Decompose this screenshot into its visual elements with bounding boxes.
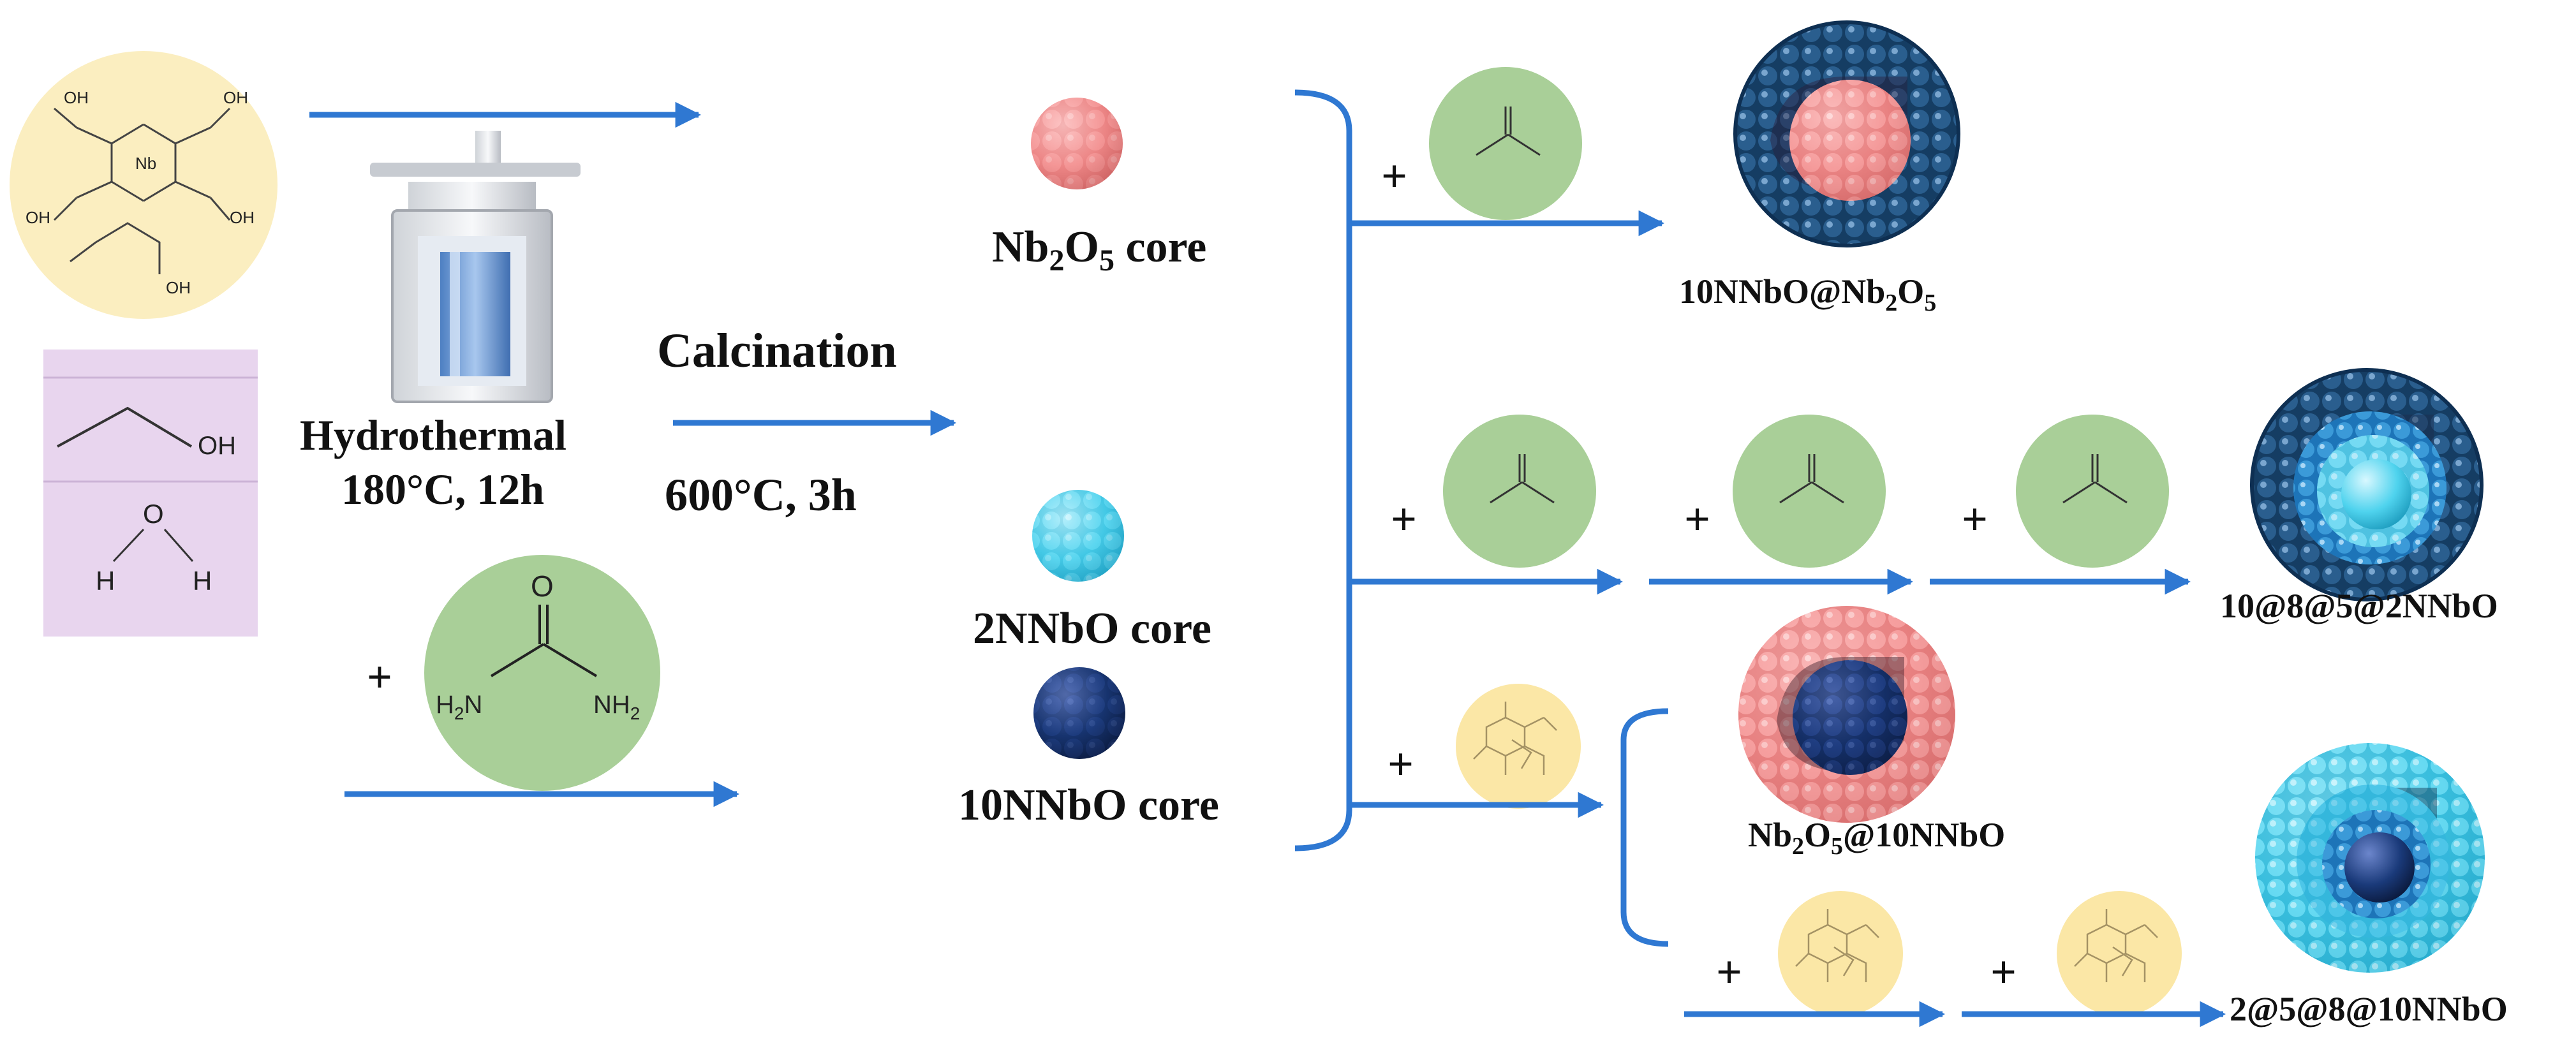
- oh-label: OH: [26, 208, 50, 227]
- calcination-conditions: 600°C, 3h: [665, 469, 857, 520]
- niobium-oxalate-complex: OH OH OH OH OH Nb: [10, 51, 278, 319]
- product-4-label: 2@5@8@10NNbO: [2230, 990, 2508, 1028]
- hydrothermal-conditions: 180°C, 12h: [341, 465, 544, 513]
- 10nnbo-core-sphere: [1033, 667, 1125, 759]
- core-shell-sphere-icon: [2250, 368, 2483, 601]
- urea-nh2: NH2: [593, 691, 640, 723]
- urea-h2n: H2N: [436, 691, 482, 723]
- urea-molecule-icon: [1428, 66, 1583, 221]
- calcination-label: Calcination: [657, 324, 897, 378]
- product-1-label: 10NNbO@Nb2O5: [1679, 272, 1936, 316]
- plus-sign: +: [367, 653, 392, 702]
- 2nnbo-core-label: 2NNbO core: [973, 604, 1211, 653]
- plus-sign: +: [1388, 739, 1414, 790]
- 2nnbo-core-sphere: [1032, 490, 1124, 582]
- citric-additive-icon: [1455, 682, 1582, 810]
- oh-label: OH: [230, 208, 255, 227]
- plus-sign: +: [1990, 947, 2017, 998]
- branch-3-bracket: [1620, 708, 1669, 947]
- citric-additive-icon: [1777, 890, 1904, 1017]
- urea-molecule-icon: O H2N NH2: [424, 555, 660, 791]
- water-h: H: [193, 566, 212, 596]
- oh-label: OH: [64, 88, 89, 107]
- plus-sign: +: [1381, 151, 1407, 202]
- citric-additive-icon: [2055, 890, 2183, 1017]
- core-shell-sphere-icon: [1738, 606, 1955, 823]
- plus-sign: +: [1716, 947, 1742, 998]
- oh-label: OH: [166, 278, 191, 297]
- urea-molecule-icon: [2015, 413, 2170, 569]
- urea-o: O: [531, 570, 554, 603]
- plus-sign: +: [1684, 494, 1710, 545]
- cores-bracket: [1294, 89, 1352, 851]
- water-h: H: [96, 566, 115, 596]
- core-shell-sphere-icon: [2255, 743, 2485, 973]
- nb-center-label: Nb: [135, 154, 156, 173]
- product-3-label: Nb2O5@10NNbO: [1748, 816, 2005, 860]
- 10nnbo-core-label: 10NNbO core: [958, 781, 1219, 830]
- nb2o5-core-sphere: [1031, 98, 1123, 189]
- product-2-label: 10@8@5@2NNbO: [2220, 587, 2498, 625]
- ethanol-oh: OH: [198, 432, 236, 460]
- plus-sign: +: [1962, 494, 1988, 545]
- oh-label: OH: [223, 88, 248, 107]
- urea-molecule-icon: [1442, 413, 1597, 569]
- core-shell-sphere-icon: [1733, 20, 1960, 247]
- autoclave-icon: [370, 131, 581, 403]
- hydrothermal-label: Hydrothermal: [300, 411, 566, 459]
- plus-sign: +: [1391, 494, 1417, 545]
- solvent-ethanol-water: OH O H H: [43, 350, 258, 637]
- nb2o5-core-label: Nb2O5 core: [992, 223, 1206, 277]
- water-o: O: [143, 499, 164, 529]
- urea-molecule-icon: [1731, 413, 1887, 569]
